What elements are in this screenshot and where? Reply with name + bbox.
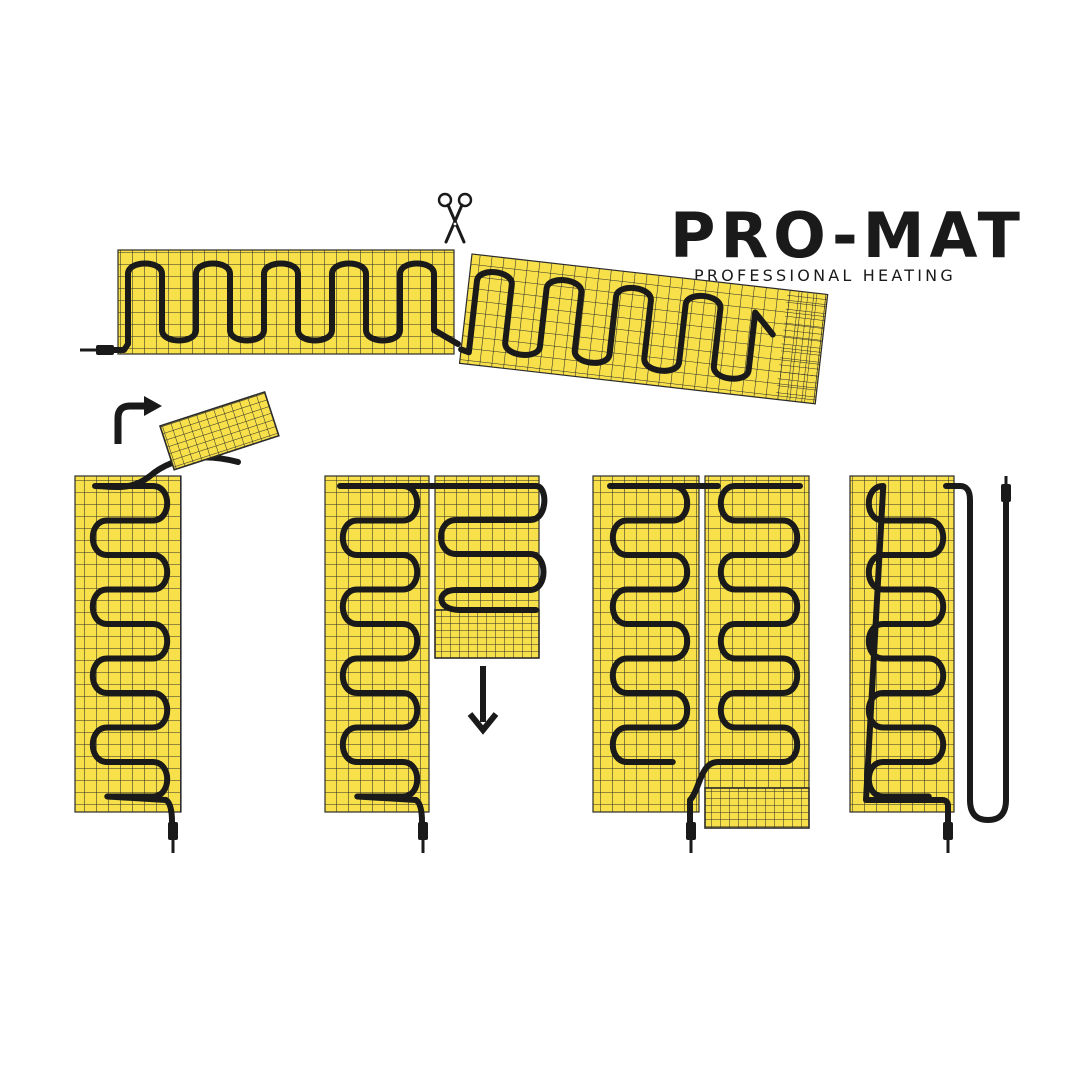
cold-lead-connector	[943, 476, 1011, 853]
heating-cable	[458, 269, 776, 382]
brand-name: PRO-MAT	[670, 199, 1025, 272]
cold-lead-connector	[418, 822, 428, 853]
mat-offcut-rotated	[158, 391, 280, 471]
cold-lead-connector	[168, 822, 178, 853]
mat-top-right	[458, 253, 829, 405]
mat-layout-4	[849, 475, 1011, 853]
heating-cable	[607, 483, 803, 825]
arrow-turn-right-icon	[114, 396, 162, 444]
mat-top-left	[80, 249, 461, 355]
brand-logo: PRO-MAT PROFESSIONAL HEATING	[670, 199, 1025, 285]
scissors-icon	[437, 192, 473, 244]
cold-lead-connector	[80, 345, 114, 355]
heating-cable	[89, 454, 241, 825]
heating-cable	[337, 483, 548, 825]
mat-layout-2	[324, 475, 548, 853]
heating-cable	[863, 483, 1009, 825]
mat-layout-1	[74, 454, 241, 853]
heating-cable	[111, 260, 461, 353]
arrow-down-icon	[467, 666, 499, 735]
brand-tagline: PROFESSIONAL HEATING	[694, 266, 956, 285]
cold-lead-connector	[686, 822, 696, 853]
mat-layout-3	[592, 475, 810, 853]
